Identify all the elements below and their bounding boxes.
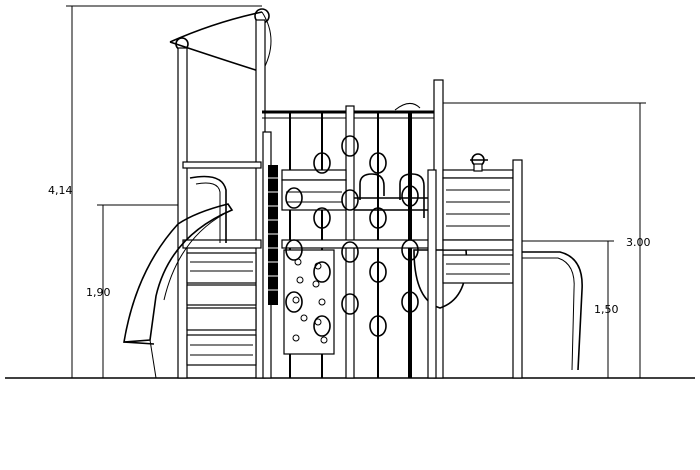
dimension-total-height: 4,14 [48, 5, 262, 379]
dimension-right-post: 3.00 [443, 102, 651, 378]
bar-bend [359, 173, 385, 200]
ladder [262, 131, 278, 379]
dimension-label-150: 1,50 [594, 303, 619, 316]
exit-rail [522, 251, 583, 371]
tower-lower-panels [186, 252, 257, 366]
dimension-label-300: 3.00 [626, 236, 651, 249]
slide-entrance-handle [189, 175, 227, 243]
dimension-right-platform: 1,50 [522, 240, 619, 378]
dimension-slide-platform: 1,90 [86, 204, 185, 378]
dimension-label-190: 1,90 [86, 286, 111, 299]
middle-deck [281, 169, 435, 249]
slide [123, 203, 234, 379]
dimension-label-total: 4,14 [48, 184, 73, 197]
right-platform [427, 159, 523, 379]
climbing-rings [285, 135, 419, 337]
telescope [470, 153, 488, 172]
climbing-wall [283, 249, 335, 355]
